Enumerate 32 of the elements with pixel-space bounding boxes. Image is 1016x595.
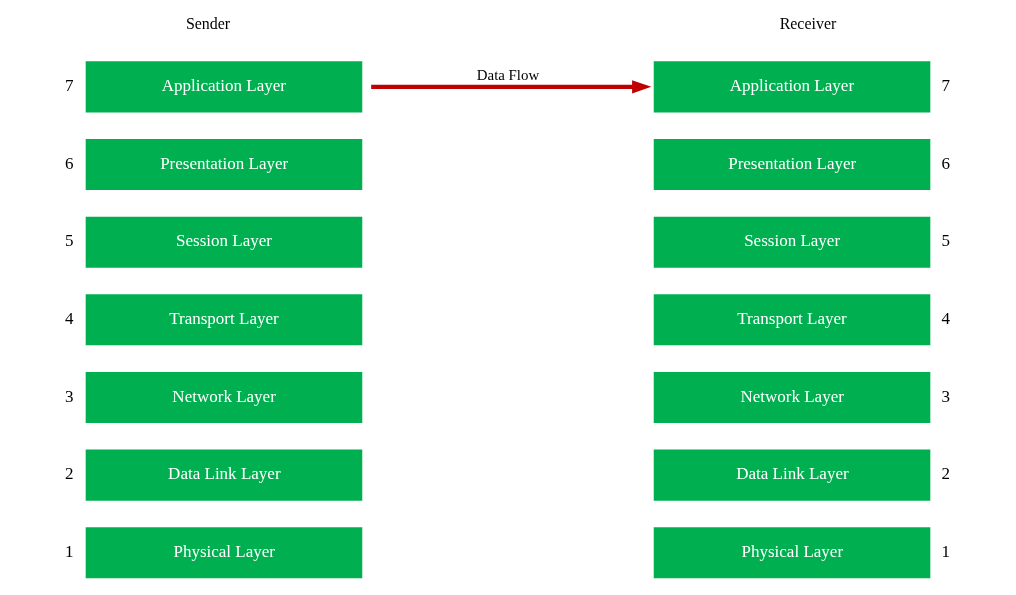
node-box: Application Layer — [85, 61, 363, 113]
node-label: 7 — [64, 75, 74, 95]
node-box: Data Link Layer — [653, 449, 931, 501]
arrow — [371, 80, 652, 94]
node-box: Transport Layer — [85, 294, 363, 346]
node-box: Session Layer — [85, 216, 363, 268]
node-label: 6 — [941, 153, 951, 173]
node-box: Presentation Layer — [653, 139, 931, 191]
node-box: Physical Layer — [653, 527, 931, 579]
node-label: 1 — [941, 541, 951, 561]
node-label: 4 — [64, 308, 74, 328]
node-box: Presentation Layer — [85, 139, 363, 191]
node-label: 6 — [64, 153, 74, 173]
node-label: 2 — [941, 464, 951, 484]
node-box: Session Layer — [653, 216, 931, 268]
node-box: Network Layer — [85, 371, 363, 424]
node-box: Application Layer — [653, 61, 931, 113]
node-label: 7 — [941, 75, 951, 95]
label: Receiver — [779, 15, 837, 33]
node-label: 4 — [941, 308, 951, 328]
edge-label: Data Flow — [476, 66, 540, 83]
node-label: 3 — [64, 386, 74, 406]
node-label: 5 — [64, 231, 74, 251]
node-box: Transport Layer — [653, 294, 931, 346]
node-label: 3 — [941, 386, 951, 406]
node-label: 2 — [64, 464, 74, 484]
node-label: 5 — [941, 231, 951, 251]
node-label: 1 — [64, 541, 74, 561]
node-box: Network Layer — [653, 371, 931, 424]
node-box: Data Link Layer — [85, 449, 363, 501]
node-box: Physical Layer — [85, 527, 363, 579]
label: Sender — [185, 15, 231, 33]
